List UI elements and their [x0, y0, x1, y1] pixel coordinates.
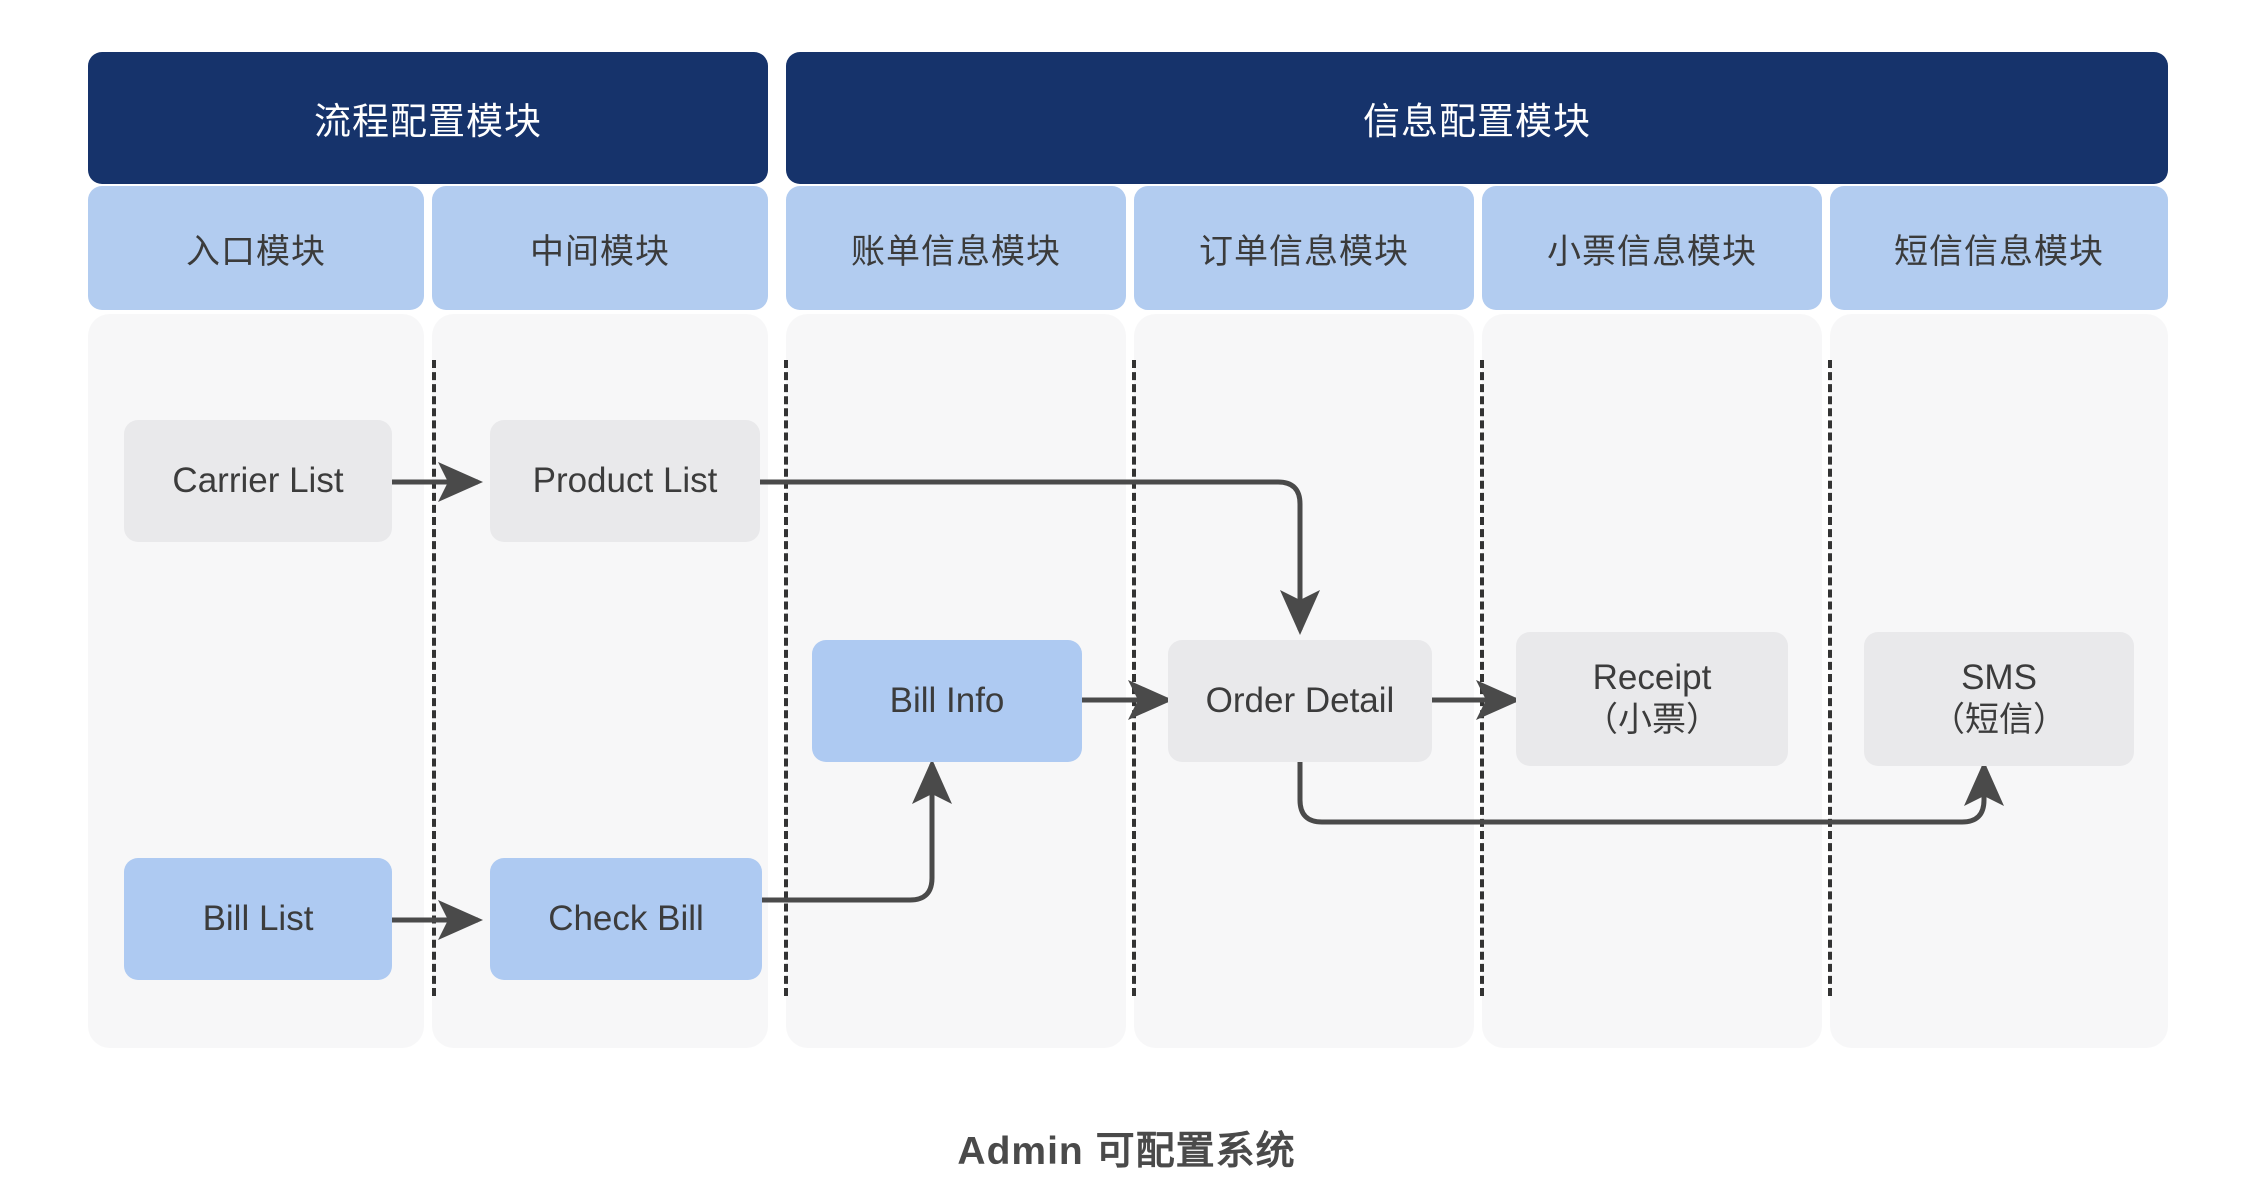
module-chip-label: 中间模块 [530, 232, 670, 271]
node-sublabel: （小票） [1584, 700, 1720, 739]
group-header-label: 信息配置模块 [1363, 101, 1591, 142]
node-carrier-list[interactable]: Carrier List [124, 420, 392, 542]
column-divider-5 [1828, 360, 1832, 996]
module-chip-label: 账单信息模块 [851, 232, 1061, 271]
node-label: SMS [1961, 657, 2037, 697]
node-label: Product List [532, 460, 718, 500]
group-header-process-config: 流程配置模块 [88, 52, 768, 184]
module-chip-bill[interactable]: 账单信息模块 [786, 186, 1126, 310]
node-label: Bill Info [889, 680, 1005, 720]
node-label: Receipt [1592, 657, 1712, 697]
module-chip-label: 短信信息模块 [1894, 232, 2104, 271]
node-bill-info[interactable]: Bill Info [812, 640, 1082, 762]
module-chip-label: 小票信息模块 [1547, 232, 1757, 271]
node-label: Carrier List [172, 460, 344, 500]
column-divider-4 [1480, 360, 1484, 996]
column-divider-2 [784, 360, 788, 996]
node-label: Bill List [202, 898, 314, 938]
module-chip-middle[interactable]: 中间模块 [432, 186, 768, 310]
node-label: Check Bill [548, 898, 704, 938]
node-product-list[interactable]: Product List [490, 420, 760, 542]
module-chip-receipt[interactable]: 小票信息模块 [1482, 186, 1822, 310]
column-divider-1 [432, 360, 436, 996]
node-label: Order Detail [1205, 680, 1395, 720]
node-receipt[interactable]: Receipt （小票） [1516, 632, 1788, 766]
node-order-detail[interactable]: Order Detail [1168, 640, 1432, 762]
node-check-bill[interactable]: Check Bill [490, 858, 762, 980]
node-sms[interactable]: SMS （短信） [1864, 632, 2134, 766]
module-chip-entry[interactable]: 入口模块 [88, 186, 424, 310]
column-divider-3 [1132, 360, 1136, 996]
group-header-info-config: 信息配置模块 [786, 52, 2168, 184]
module-chip-sms[interactable]: 短信信息模块 [1830, 186, 2168, 310]
module-chip-order[interactable]: 订单信息模块 [1134, 186, 1474, 310]
module-chip-label: 入口模块 [186, 232, 326, 271]
module-chip-label: 订单信息模块 [1199, 232, 1409, 271]
group-header-label: 流程配置模块 [314, 101, 542, 142]
node-sublabel: （短信） [1931, 700, 2067, 739]
node-bill-list[interactable]: Bill List [124, 858, 392, 980]
diagram-caption: Admin 可配置系统 [957, 1130, 1296, 1173]
